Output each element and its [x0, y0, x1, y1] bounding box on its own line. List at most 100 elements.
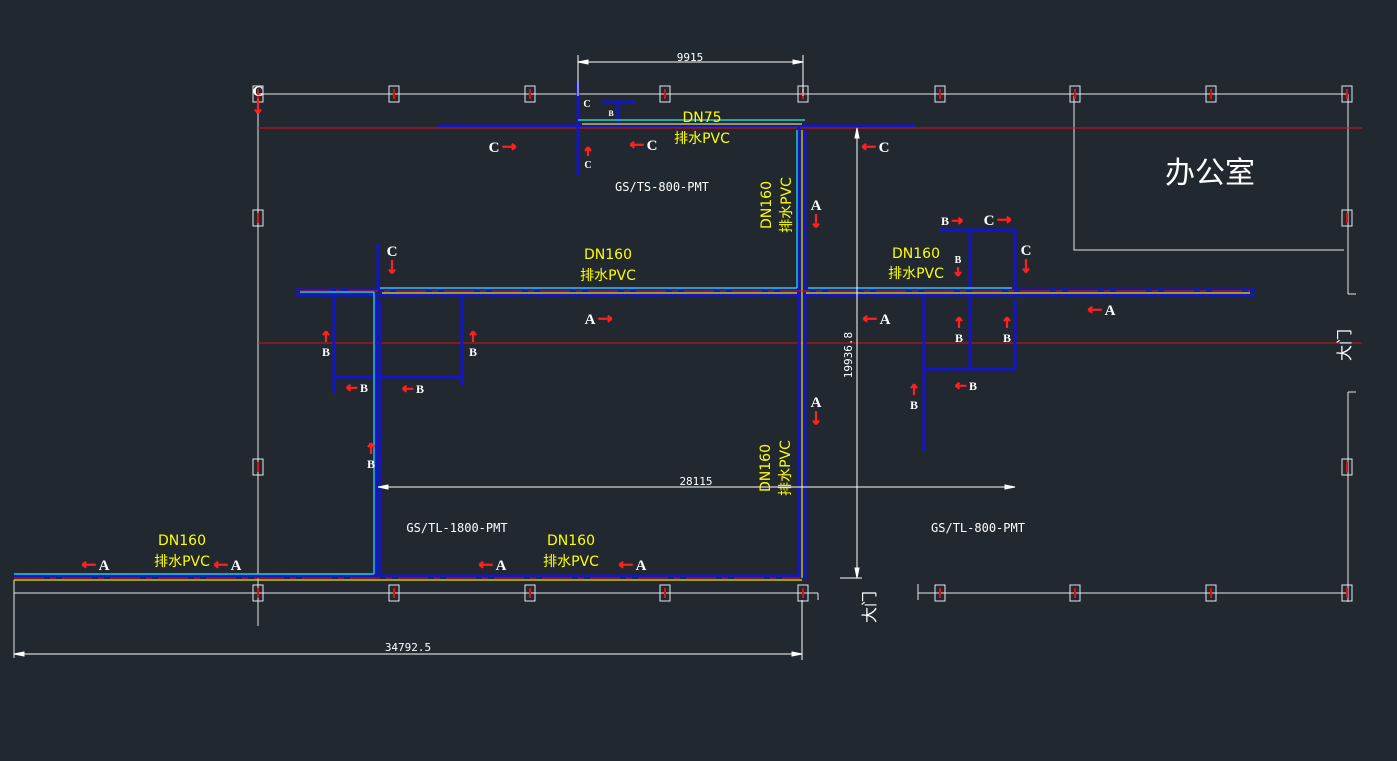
flow-marker-letter: A [636, 558, 647, 574]
flow-arrow-icon [951, 216, 964, 225]
column-marker [659, 85, 671, 103]
flow-arrow-icon [502, 142, 517, 151]
flow-marker-letter: B [1003, 331, 1011, 345]
column-markers [252, 85, 1353, 602]
flow-marker-b: B [954, 255, 962, 277]
flow-arrow-icon [812, 411, 820, 426]
flow-arrow-icon [910, 383, 918, 395]
flow-marker-a: A [862, 312, 891, 328]
column-marker [1341, 584, 1353, 602]
flow-marker-a: A [1087, 303, 1116, 319]
pipe-center-material: 排水PVC [580, 268, 636, 284]
flow-arrow-icon [388, 260, 396, 275]
flow-arrow-icon [997, 215, 1012, 224]
pipe-vertical-upper-material: 排水PVC [779, 177, 795, 233]
column-marker [524, 584, 536, 602]
flow-marker-letter: A [811, 198, 822, 214]
flow-marker-c: C [583, 99, 590, 110]
flow-arrow-icon [584, 146, 592, 156]
dimension-lines [13, 55, 1016, 660]
flow-marker-a: A [81, 558, 110, 574]
flow-marker-c: C [253, 84, 263, 115]
flow-marker-letter: B [322, 345, 330, 359]
pipe-vertical-lower-dn: DN160 [758, 444, 774, 492]
flow-marker-letter: B [969, 379, 977, 393]
flow-arrow-icon [955, 316, 963, 328]
flow-arrow-icon [629, 140, 644, 149]
column-marker [388, 85, 400, 103]
flow-marker-letter: C [584, 160, 591, 171]
flow-marker-letter: C [879, 140, 890, 156]
pipe-right-material: 排水PVC [888, 266, 944, 282]
column-marker [1341, 209, 1353, 227]
flow-marker-c: C [584, 146, 592, 171]
flow-arrow-icon [367, 442, 375, 454]
flow-arrow-icon [1087, 305, 1102, 314]
flow-marker-letter: C [583, 99, 590, 110]
pipe-right-dn: DN160 [892, 246, 940, 262]
flow-marker-letter: C [647, 138, 658, 154]
column-marker [252, 458, 264, 476]
axis-lines [258, 127, 1362, 344]
flow-marker-b: B [954, 379, 977, 393]
flow-marker-a: A [213, 558, 242, 574]
flow-marker-letter: A [231, 558, 242, 574]
flow-marker-letter: B [469, 345, 477, 359]
dimension-middle: 28115 [679, 475, 712, 488]
flow-marker-c: C [1021, 243, 1031, 274]
flow-marker-b: B [955, 316, 963, 345]
column-marker [252, 584, 264, 602]
dimension-top: 9915 [677, 51, 704, 64]
flow-arrow-icon [954, 381, 967, 390]
column-marker [388, 584, 400, 602]
flow-marker-letter: A [1105, 303, 1116, 319]
pipe-center-dn: DN160 [584, 247, 632, 263]
flow-marker-b: B [941, 214, 964, 228]
column-marker [1069, 85, 1081, 103]
flow-marker-letter: A [496, 558, 507, 574]
flow-marker-c: C [861, 140, 890, 156]
flow-marker-c: C [629, 138, 658, 154]
flow-marker-letter: B [941, 214, 949, 228]
pipe-top-dn: DN75 [682, 110, 721, 126]
flow-arrow-icon [862, 314, 877, 323]
column-marker [797, 584, 809, 602]
flow-arrow-icon [954, 267, 962, 277]
drain-pipes [14, 82, 1255, 581]
flow-marker-a: A [585, 312, 613, 328]
column-marker [1205, 584, 1217, 602]
equipment-left-label: GS/TL-1800-PMT [406, 521, 507, 535]
pipe-vertical-lower-material: 排水PVC [778, 440, 794, 496]
pipe-bottom-mid-dn: DN160 [547, 533, 595, 549]
flow-marker-letter: C [387, 244, 398, 260]
flow-marker-a: A [618, 558, 647, 574]
flow-marker-letter: B [608, 109, 614, 118]
flow-arrow-icon [812, 214, 820, 229]
flow-marker-letter: A [99, 558, 110, 574]
flow-marker-a: A [811, 198, 822, 229]
column-marker [252, 209, 264, 227]
flow-arrow-icon [213, 560, 228, 569]
flow-marker-a: A [478, 558, 507, 574]
flow-marker-c: C [489, 140, 517, 156]
equipment-right-label: GS/TL-800-PMT [931, 521, 1025, 535]
column-marker [524, 85, 536, 103]
right-door-label: 大门 [1335, 329, 1354, 361]
pipe-bottom-left-dn: DN160 [158, 533, 206, 549]
flow-marker-c: C [387, 244, 398, 275]
flow-arrow-icon [1003, 316, 1011, 328]
flow-marker-letter: C [984, 213, 995, 229]
flow-marker-b: B [401, 382, 424, 396]
pipe-bottom-mid-material: 排水PVC [543, 554, 599, 570]
column-marker [934, 584, 946, 602]
flow-marker-letter: A [811, 395, 822, 411]
column-marker [1341, 85, 1353, 103]
column-marker [659, 584, 671, 602]
flow-marker-a: A [811, 395, 822, 426]
column-marker [1341, 458, 1353, 476]
flow-marker-b: B [910, 383, 918, 412]
flow-marker-letter: B [910, 398, 918, 412]
flow-arrow-icon [322, 330, 330, 342]
